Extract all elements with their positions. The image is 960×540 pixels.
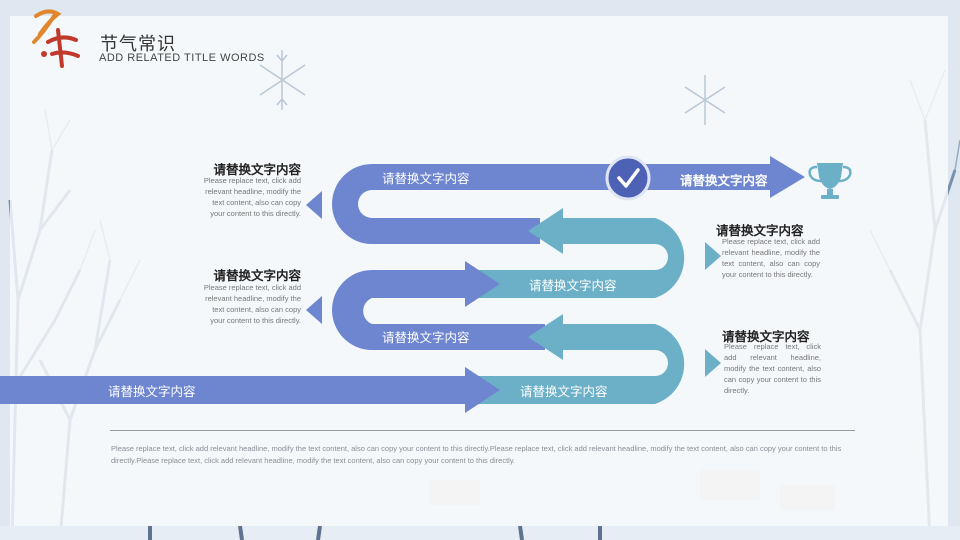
triangle-right-icon	[705, 242, 721, 270]
page-title: 节气常识	[100, 34, 176, 55]
teal-upper-band	[465, 218, 685, 298]
footer-divider	[110, 430, 855, 431]
middle-blue-band	[332, 270, 545, 350]
top-arrow-left-label: 请替换文字内容	[382, 171, 470, 186]
right-top-block-body: Please replace text, click add relevant …	[722, 237, 820, 279]
bottom-blue-head	[465, 367, 500, 413]
right-top-block-title: 请替换文字内容	[716, 223, 804, 238]
left-middle-block-body: Please replace text, click add relevant …	[203, 283, 301, 325]
snowflake-icon	[259, 50, 306, 110]
bottom-arrow-right-label: 请替换文字内容	[520, 384, 608, 399]
left-top-block-body: Please replace text, click add relevant …	[203, 176, 301, 218]
trophy-icon	[808, 163, 852, 199]
teal-upper-head	[528, 208, 563, 254]
bottom-arrow-left-label: 请替换文字内容	[108, 384, 196, 399]
page-subtitle: ADD RELATED TITLE WORDS	[99, 52, 265, 64]
middle-blue-head	[465, 261, 500, 307]
left-middle-block-title: 请替换文字内容	[213, 268, 301, 283]
top-arrow-band	[332, 164, 770, 244]
triangle-left-icon	[306, 296, 322, 324]
third-arrow-label: 请替换文字内容	[382, 330, 470, 345]
left-top-block-title: 请替换文字内容	[213, 162, 301, 177]
middle-arrow-label: 请替换文字内容	[529, 278, 617, 293]
footer-text: Please replace text, click add relevant …	[111, 444, 842, 465]
winter-calligraphy-logo	[32, 9, 80, 68]
top-arrow-right-label: 请替换文字内容	[680, 173, 768, 188]
check-icon	[605, 155, 651, 201]
snowflake-icon	[684, 75, 726, 125]
bottom-blue-band	[0, 376, 465, 404]
s-curve-arrow-diagram	[0, 155, 852, 413]
right-bottom-block-body: Please replace text, click add relevant …	[724, 342, 821, 395]
teal-lower-head	[528, 314, 563, 360]
right-bottom-block-title: 请替换文字内容	[722, 329, 810, 344]
top-arrow-head	[770, 156, 805, 198]
teal-lower-band	[465, 324, 685, 404]
triangle-right-icon	[705, 349, 721, 377]
triangle-left-icon	[306, 191, 322, 219]
